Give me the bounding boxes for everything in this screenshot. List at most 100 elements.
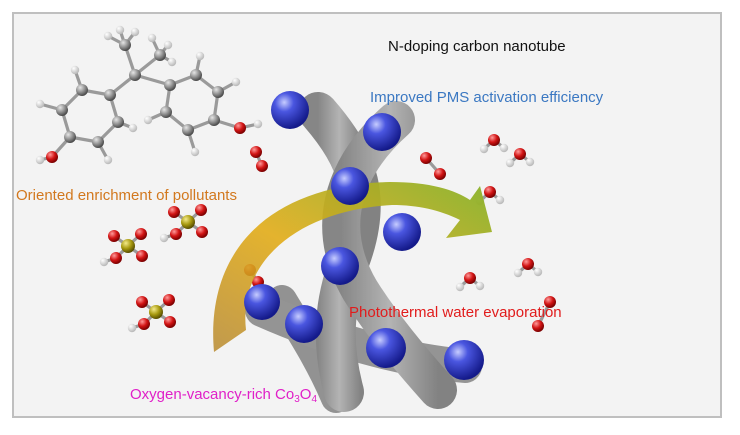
oxygen-atom — [420, 152, 432, 164]
carbon-atom — [56, 104, 68, 116]
curved-arrow — [213, 182, 492, 352]
oxygen-molecule-1 — [250, 146, 268, 172]
hydrogen-atom — [190, 147, 200, 157]
hydrogen-atom — [513, 268, 523, 278]
carbon-atom — [64, 131, 76, 143]
hydrogen-atom — [128, 123, 138, 133]
co3o4-sphere-1 — [271, 91, 309, 129]
hydrogen-atom — [70, 65, 80, 75]
carbon-atom — [160, 106, 172, 118]
co3o4-sphere-3 — [331, 167, 369, 205]
hydrogen-atom — [163, 40, 173, 50]
co3o4-sphere-9 — [444, 340, 484, 380]
oxygen-atom — [195, 204, 207, 216]
carbon-nanotubes — [245, 92, 482, 413]
carbon-atom — [212, 86, 224, 98]
hydrogen-atom — [479, 144, 489, 154]
bisphenol-molecule — [35, 25, 263, 165]
hydrogen-atom — [35, 99, 45, 109]
oxygen-atom — [136, 250, 148, 262]
oxygen-atom — [532, 320, 544, 332]
oxygen-atom — [484, 186, 496, 198]
hydrogen-atom — [231, 77, 241, 87]
carbon-atom — [190, 69, 202, 81]
sulfur-atom — [181, 215, 195, 229]
co3o4-sphere-5 — [321, 247, 359, 285]
oxygen-atom — [168, 206, 180, 218]
oxygen-molecule-2 — [532, 296, 556, 332]
sulfate-molecule-1 — [99, 228, 148, 267]
hydrogen-atom — [525, 157, 535, 167]
pollutant-molecule — [35, 25, 263, 165]
oxygen-atom — [250, 146, 262, 158]
hydrogen-atom — [505, 158, 515, 168]
co3o4-sphere-6 — [244, 284, 280, 320]
oxygen-atom — [170, 228, 182, 240]
hydrogen-atom — [127, 323, 137, 333]
carbon-atom — [104, 89, 116, 101]
oxygen-atom — [544, 296, 556, 308]
hydrogen-atom — [103, 155, 113, 165]
co3o4-sub-4: 4 — [311, 394, 318, 405]
carbon-atom — [208, 114, 220, 126]
oxygen-atom — [488, 134, 500, 146]
carbon-molecule-1 — [420, 152, 446, 180]
hydrogen-atom — [499, 143, 509, 153]
carbon-atom — [182, 124, 194, 136]
oxygen-atom — [108, 230, 120, 242]
hydrogen-atom — [103, 31, 113, 41]
label-photothermal: Photothermal water evaporation — [349, 304, 562, 321]
carbon-atom — [119, 39, 131, 51]
sulfur-atom — [121, 239, 135, 253]
hydrogen-atom — [143, 115, 153, 125]
water-molecule-4 — [513, 258, 543, 278]
hydrogen-atom — [99, 257, 109, 267]
co3o4-sphere-4 — [383, 213, 421, 251]
carbon-atom — [92, 136, 104, 148]
oxygen-atom — [234, 122, 246, 134]
oxygen-atom — [135, 228, 147, 240]
label-enrichment: Oriented enrichment of pollutants — [16, 187, 237, 204]
oxygen-atom — [522, 258, 534, 270]
water-molecule-1 — [505, 148, 535, 168]
carbon-atom — [164, 79, 176, 91]
oxygen-atom — [196, 226, 208, 238]
carbon-atom — [154, 49, 166, 61]
hydrogen-atom — [455, 282, 465, 292]
co3o4-sphere-7 — [285, 305, 323, 343]
label-nanotube: N-doping carbon nanotube — [388, 38, 566, 55]
water-molecule-3 — [455, 272, 485, 292]
carbon-atom — [129, 69, 141, 81]
oxygen-atom — [164, 316, 176, 328]
hydrogen-atom — [475, 281, 485, 291]
co3o4-sphere-8 — [366, 328, 406, 368]
hydrogen-atom — [495, 195, 505, 205]
sulfur-atom — [149, 305, 163, 319]
oxygen-atom — [256, 160, 268, 172]
oxygen-atom — [163, 294, 175, 306]
hydrogen-atom — [130, 27, 140, 37]
water-molecule-5 — [479, 134, 509, 154]
hydrogen-atom — [35, 155, 45, 165]
co3o4-sub-3: 3 — [294, 394, 300, 405]
oxygen-atom — [136, 296, 148, 308]
hydrogen-atom — [115, 25, 125, 35]
hydrogen-atom — [533, 267, 543, 277]
hydrogen-atom — [167, 57, 177, 67]
hydrogen-atom — [159, 233, 169, 243]
label-pms-activation: Improved PMS activation efficiency — [370, 89, 604, 106]
sulfate-molecule-3 — [127, 294, 176, 333]
hydrogen-atom — [253, 119, 263, 129]
co3o4-sphere-2 — [363, 113, 401, 151]
nanotube-right-arc — [322, 101, 457, 409]
oxygen-atom — [514, 148, 526, 160]
oxygen-atom — [464, 272, 476, 284]
co3o4-o: O — [299, 386, 312, 403]
oxygen-atom — [46, 151, 58, 163]
carbon-atom — [76, 84, 88, 96]
co3o4-prefix: Oxygen-vacancy-rich Co — [130, 386, 295, 403]
carbon-atom — [112, 116, 124, 128]
bond — [133, 73, 172, 87]
oxygen-atom — [434, 168, 446, 180]
